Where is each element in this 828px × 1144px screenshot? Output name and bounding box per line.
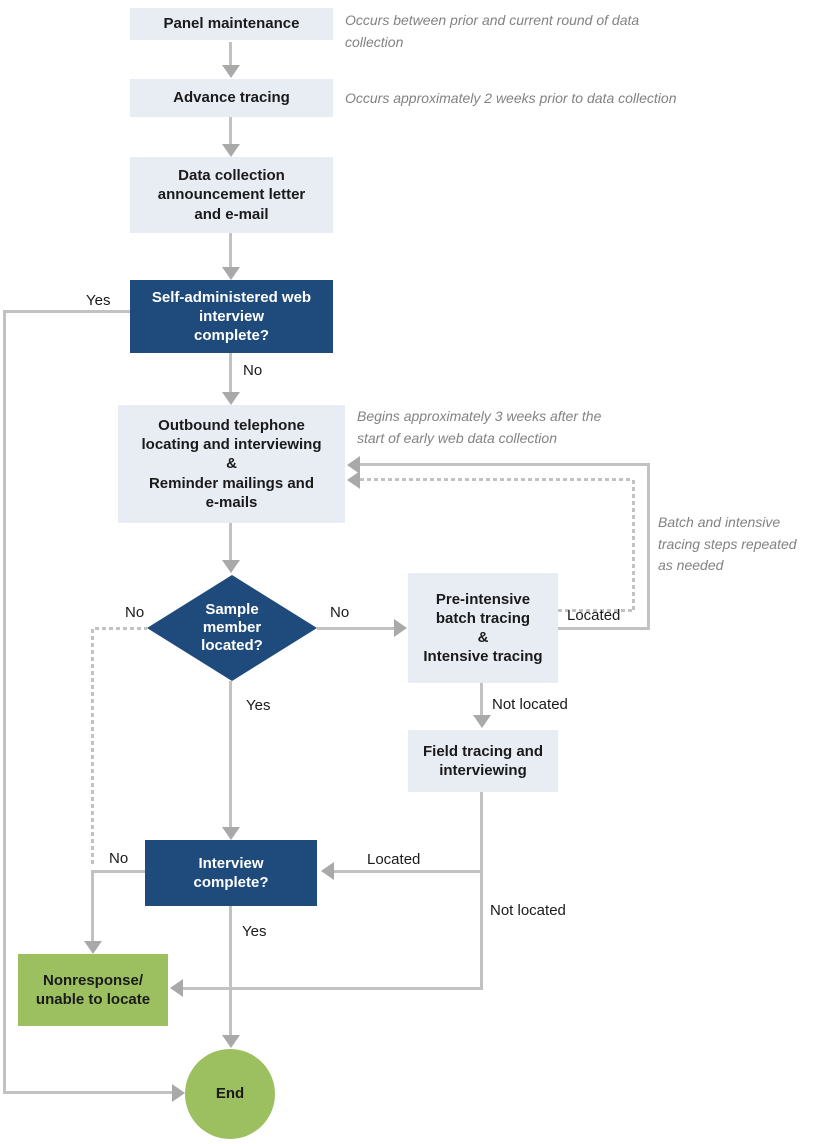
edge-label-no-interview: No [109,850,129,867]
edge-label-no-web: No [243,362,263,379]
edge-label-not-located-field: Not located [490,902,566,919]
node-panel-maintenance: Panel maintenance [130,8,333,40]
node-nonresponse: Nonresponse/ unable to locate [18,954,168,1026]
node-sample-member-located-decision: Sample member located? [147,575,317,681]
note-advance-tracing: Occurs approximately 2 weeks prior to da… [345,90,677,106]
node-pre-intensive-tracing: Pre-intensive batch tracing & Intensive … [408,573,558,683]
node-self-administered-web-decision: Self-administered web interview complete… [130,280,333,353]
edge-label-located-loop: Located [567,607,621,624]
edge-label-not-located-pre: Not located [492,696,568,713]
note-outbound: Begins approximately 3 weeks after the s… [357,408,602,446]
note-panel-maintenance: Occurs between prior and current round o… [345,12,640,50]
edge-label-yes-web: Yes [86,292,111,309]
note-tracing-loop: Batch and intensive tracing steps repeat… [658,514,797,574]
edge-label-no-left: No [125,604,145,621]
node-data-collection-letter: Data collection announcement letter and … [130,157,333,233]
edge-label-yes-diamond: Yes [246,697,271,714]
node-end: End [185,1049,275,1139]
node-interview-complete-decision: Interview complete? [145,840,317,906]
node-field-tracing: Field tracing and interviewing [408,730,558,792]
edge-label-yes-interview: Yes [242,923,267,940]
node-outbound-telephone: Outbound telephone locating and intervie… [118,405,345,523]
node-advance-tracing: Advance tracing [130,79,333,117]
edge-label-located-field: Located [367,851,421,868]
edge-label-no-right: No [330,604,350,621]
